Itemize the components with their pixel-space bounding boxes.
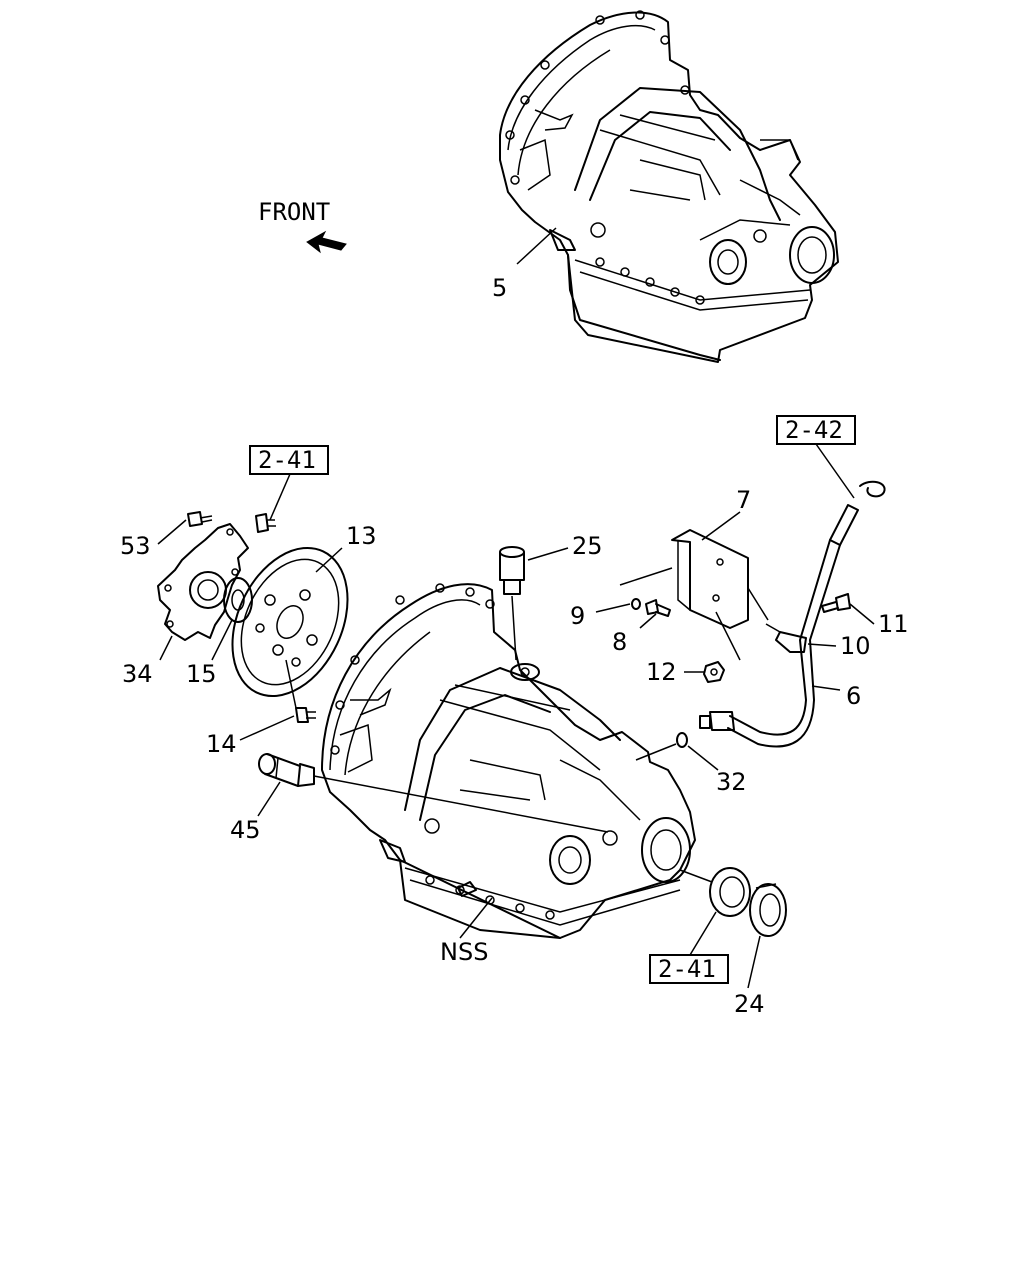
front-indicator: FRONT — [258, 198, 347, 254]
reference-label-2-42[interactable]: 2-42 — [785, 416, 843, 444]
front-arrow-icon — [306, 230, 347, 254]
reference-label-2-41-bottom[interactable]: 2-41 — [658, 955, 716, 983]
callout-25: 25 — [572, 532, 603, 560]
o-ring-32 — [676, 732, 688, 748]
callout-32: 32 — [716, 768, 747, 796]
reference-box-2-41-bottom[interactable]: 2-41 — [649, 954, 729, 984]
drive-plate-13 — [231, 546, 349, 698]
callout-nss: NSS — [440, 938, 488, 966]
breather-25 — [499, 546, 525, 595]
oil-seal-2-41 — [709, 867, 751, 917]
callout-5: 5 — [492, 274, 507, 302]
reference-box-2-41-top[interactable]: 2-41 — [249, 445, 329, 475]
dust-cover-24 — [749, 883, 787, 937]
callout-9: 9 — [570, 602, 585, 630]
callout-24: 24 — [734, 990, 765, 1018]
callout-7: 7 — [736, 486, 751, 514]
callout-8: 8 — [612, 628, 627, 656]
dipstick-tube-6 — [699, 480, 886, 748]
reference-label-2-41-top[interactable]: 2-41 — [258, 446, 316, 474]
callout-11: 11 — [878, 610, 909, 638]
callout-45: 45 — [230, 816, 261, 844]
bolt-2-41 — [255, 513, 276, 533]
fitting-45 — [258, 753, 315, 787]
callout-15: 15 — [186, 660, 217, 688]
reference-box-2-42[interactable]: 2-42 — [776, 415, 856, 445]
bolt-53 — [187, 511, 213, 527]
bracket-7 — [671, 529, 749, 629]
bolt-11 — [821, 593, 851, 613]
bolt-14 — [295, 707, 316, 723]
callout-13: 13 — [346, 522, 377, 550]
transmission-assembly-main — [321, 583, 696, 939]
callout-53: 53 — [120, 532, 151, 560]
washer-9 — [631, 598, 641, 610]
callout-14: 14 — [206, 730, 237, 758]
callout-12: 12 — [646, 658, 677, 686]
callout-6: 6 — [846, 682, 861, 710]
front-label: FRONT — [258, 198, 330, 226]
transmission-assembly-top — [499, 10, 839, 363]
bolt-8 — [645, 599, 671, 617]
nut-12 — [703, 661, 725, 683]
clamp-10 — [765, 623, 807, 653]
callout-10: 10 — [840, 632, 871, 660]
callout-34: 34 — [122, 660, 153, 688]
